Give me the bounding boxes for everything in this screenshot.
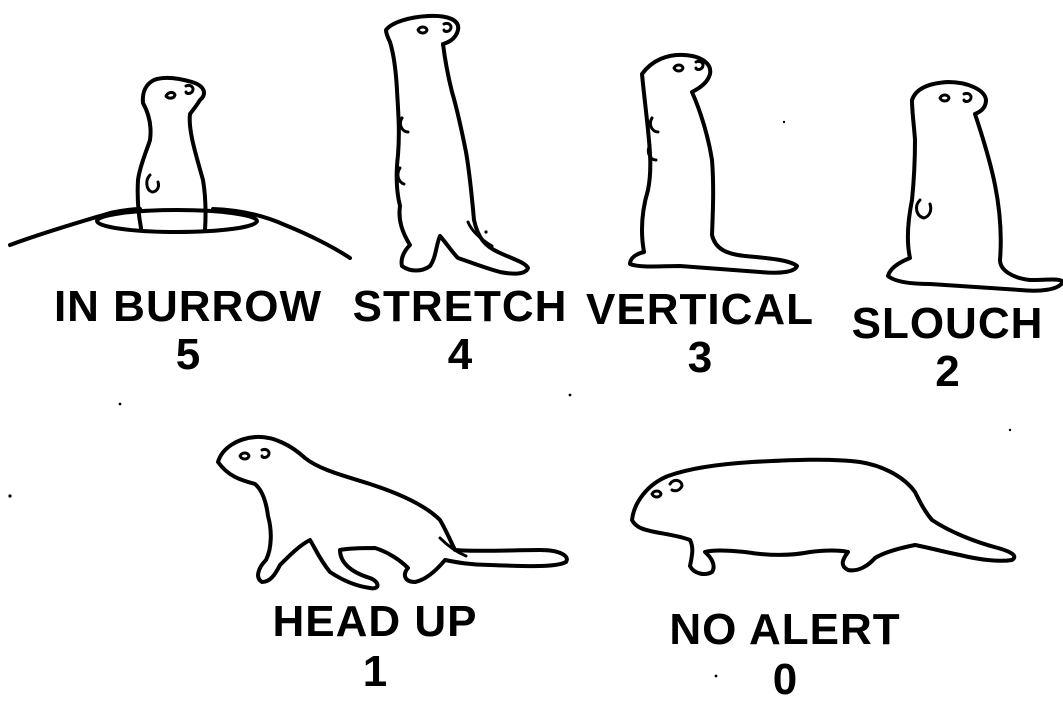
head-up-drawing bbox=[218, 437, 567, 588]
posture-name: STRETCH bbox=[345, 285, 575, 329]
in-burrow-ear bbox=[186, 85, 193, 93]
scan-specks bbox=[8, 121, 1011, 678]
posture-name: HEAD UP bbox=[255, 600, 495, 644]
no-alert-eye bbox=[652, 491, 661, 497]
vertical-eye bbox=[674, 65, 683, 71]
head-up-squirrel bbox=[218, 437, 567, 588]
stretch-ear bbox=[444, 23, 451, 31]
vertical-ear bbox=[696, 61, 703, 69]
no-alert-ear bbox=[670, 480, 682, 490]
no-alert-squirrel bbox=[632, 460, 1014, 574]
vertical-label: VERTICAL 3 bbox=[585, 288, 815, 380]
posture-name: VERTICAL bbox=[585, 288, 815, 332]
head-up-label: HEAD UP 1 bbox=[255, 600, 495, 694]
posture-name: SLOUCH bbox=[840, 302, 1055, 346]
stretch-label: STRETCH 4 bbox=[345, 285, 575, 377]
posture-score: 2 bbox=[840, 350, 1055, 394]
slouch-drawing bbox=[888, 82, 1063, 291]
in-burrow-eye bbox=[166, 92, 175, 98]
posture-score: 3 bbox=[585, 336, 815, 380]
in-burrow-paw bbox=[147, 175, 159, 192]
vertical-squirrel bbox=[630, 55, 797, 273]
posture-score: 0 bbox=[650, 658, 920, 702]
slouch-ear bbox=[964, 93, 971, 101]
slouch-label: SLOUCH 2 bbox=[840, 302, 1055, 394]
slouch-paw bbox=[917, 200, 931, 218]
no-alert-drawing bbox=[632, 460, 1014, 574]
in-burrow-label: IN BURROW 5 bbox=[38, 285, 338, 377]
in-burrow-drawing bbox=[10, 78, 350, 258]
in-burrow-squirrel bbox=[138, 78, 206, 230]
stretch-squirrel bbox=[386, 16, 528, 274]
posture-name: IN BURROW bbox=[38, 285, 338, 329]
head-up-ear bbox=[262, 449, 269, 457]
slouch-eye bbox=[940, 95, 949, 101]
posture-score: 4 bbox=[345, 333, 575, 377]
stretch-eye bbox=[418, 27, 427, 33]
slouch-squirrel bbox=[888, 82, 1063, 291]
vertical-drawing bbox=[630, 55, 797, 273]
head-up-eye bbox=[240, 453, 249, 459]
posture-score: 5 bbox=[38, 333, 338, 377]
burrow-hole bbox=[97, 210, 257, 232]
stretch-drawing bbox=[386, 16, 528, 274]
posture-score: 1 bbox=[255, 650, 495, 694]
no-alert-label: NO ALERT 0 bbox=[650, 608, 920, 702]
posture-name: NO ALERT bbox=[650, 608, 920, 652]
